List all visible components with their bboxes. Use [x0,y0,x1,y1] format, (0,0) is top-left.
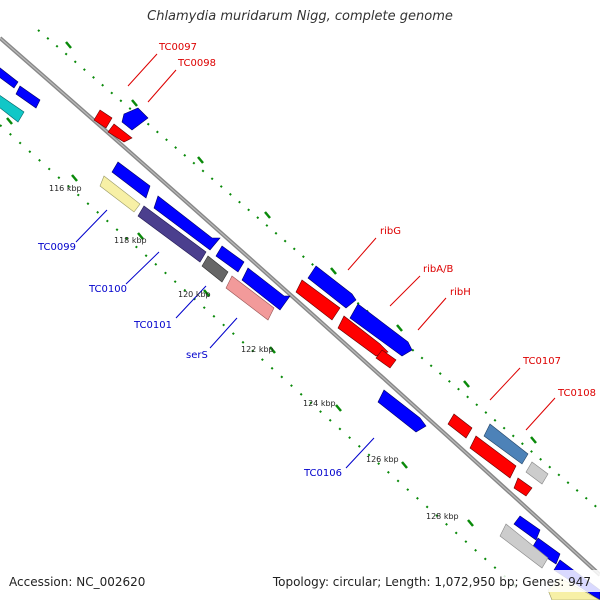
label-ribAB: ribA/B [423,264,453,275]
gene-arrow-122[interactable] [241,267,291,311]
gene-arrow-tc0097-b[interactable] [107,123,133,143]
label-ribH: ribH [450,287,471,298]
kbp-label-126: 126 kbp [366,455,399,464]
label-tc0108: TC0108 [557,388,596,399]
kbp-label-116: 116 kbp [49,184,82,193]
label-tc0107: TC0107 [522,356,561,367]
accession-text: Accession: NC_002620 [9,575,146,589]
label-tc0106: TC0106 [303,468,342,479]
gene-arrow-ribG[interactable] [307,265,357,309]
gene-tc0101[interactable] [201,255,229,283]
gene-arrow-ribAB[interactable] [349,303,413,357]
gene-tc0099[interactable] [99,175,141,213]
label-serS: serS [186,350,208,361]
gene-arrow-tc0098[interactable] [121,107,149,131]
reverse-genes [93,109,533,497]
outer-major-ticks [65,41,537,444]
gene-arrow-120[interactable] [215,245,245,273]
kbp-label-120: 120 kbp [178,290,211,299]
gene-arrow-topleft-2[interactable] [15,85,41,109]
gene-arrow-topleft-1[interactable] [0,64,19,89]
gene-arrow-tc0107-rev-b[interactable] [469,435,517,479]
gene-arrow-116[interactable] [111,161,151,199]
other-genes [0,92,600,600]
kbp-label-124: 124 kbp [303,399,336,408]
gene-teal-topleft[interactable] [0,92,25,123]
genome-backbone [0,36,600,577]
gene-arrow-128a[interactable] [513,515,541,541]
label-ribG: ribG [380,226,401,237]
gene-arrow-ribH-b[interactable] [375,349,397,369]
kbp-label-128: 128 kbp [426,512,459,521]
label-tc0101: TC0101 [133,320,172,331]
forward-genes [0,64,600,600]
position-labels: 116 kbp 118 kbp 120 kbp 122 kbp 124 kbp … [49,184,459,521]
gene-arrow-tc0107-rev-a[interactable] [447,413,473,439]
footer-backdrop [268,570,600,592]
map-title: Chlamydia muridarum Nigg, complete genom… [147,9,453,24]
gene-arrow-tc0100-fwd[interactable] [153,195,221,251]
label-tc0100: TC0100 [88,284,127,295]
gene-arrow-tc0106[interactable] [377,389,427,433]
kbp-label-122: 122 kbp [241,345,274,354]
gene-arrow-128b[interactable] [531,537,561,565]
label-tc0099: TC0099 [37,242,76,253]
gene-serS[interactable] [225,275,275,321]
gene-gray-128[interactable] [499,523,549,569]
gene-arrow-ribG-rev[interactable] [295,279,341,321]
gene-tc0107[interactable] [483,423,529,465]
gene-arrow-tc0097-a[interactable] [93,109,113,129]
label-leaders [75,53,556,469]
gene-tc0100[interactable] [137,205,207,263]
topology-summary: Topology: circular; Length: 1,072,950 bp… [272,575,591,589]
label-tc0097: TC0097 [158,42,197,53]
inner-major-ticks [6,117,474,527]
label-tc0098: TC0098 [177,58,216,69]
gene-tc0108[interactable] [525,461,549,485]
gene-arrow-tc0107-rev-c[interactable] [513,477,533,497]
kbp-label-118: 118 kbp [114,236,147,245]
gene-labels: TC0097 TC0098 TC0099 TC0100 TC0101 serS … [37,42,596,479]
